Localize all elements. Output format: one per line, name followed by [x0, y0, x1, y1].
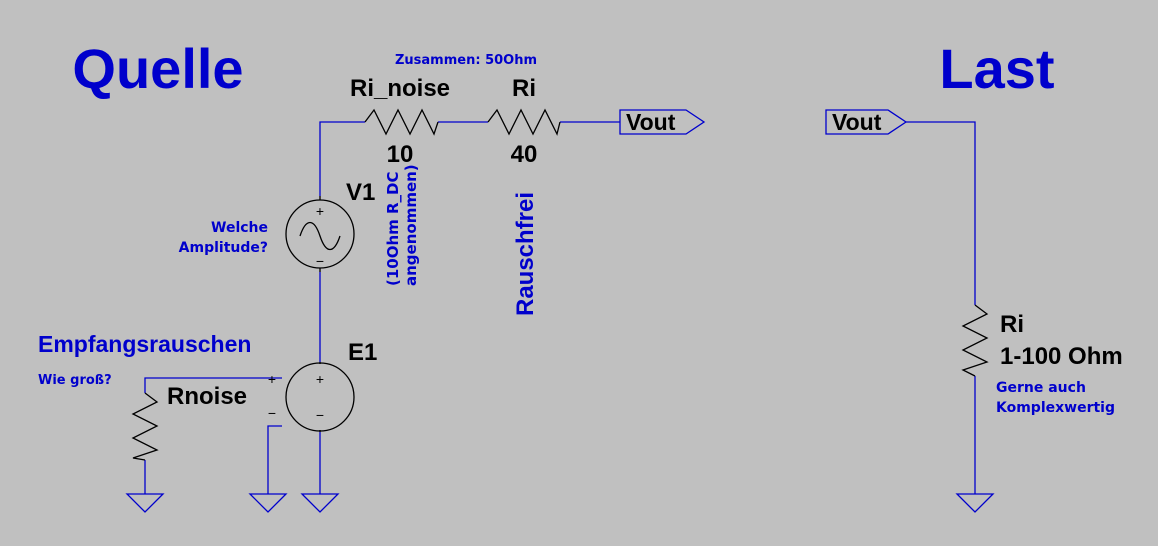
note-complex-line1: Gerne auch — [996, 380, 1086, 396]
note-how-big: Wie groß? — [38, 373, 112, 388]
ri-load-name: Ri — [1000, 311, 1024, 338]
ground-icon-load — [955, 493, 995, 513]
note-rdc-line2: angenommen) — [402, 164, 420, 286]
wire-load-vout — [906, 121, 976, 305]
note-noise-free: Rauschfrei — [512, 192, 539, 316]
voltage-source-v1[interactable]: + − V1 — [285, 179, 375, 272]
sine-icon — [299, 221, 341, 251]
ground-icon-e1-ctrl — [248, 493, 288, 513]
note-receiver-noise: Empfangsrauschen — [38, 331, 251, 357]
ri-noise-value: 10 — [387, 141, 414, 168]
vout-flag-source-shape — [619, 109, 706, 135]
v1-name: V1 — [346, 179, 375, 206]
ground-icon-e1 — [300, 493, 340, 513]
wire-e1-ctrl-minus — [267, 425, 282, 494]
resistor-ri-load[interactable]: Ri 1-100 Ohm — [961, 304, 1123, 377]
heading-load: Last — [939, 37, 1054, 100]
e1-plus-sign: + — [316, 371, 324, 387]
wire-top-left — [319, 121, 365, 196]
rnoise-name: Rnoise — [167, 383, 247, 410]
vout-flag-load-label: Vout — [832, 109, 882, 135]
e1-body — [285, 362, 355, 432]
v1-minus-sign: − — [316, 253, 324, 269]
wires — [144, 121, 976, 494]
e1-ctrl-minus-sign: − — [268, 405, 276, 421]
ground-icon-rnoise — [125, 493, 165, 513]
resistor-ri-noise[interactable]: Ri_noise 10 — [350, 75, 450, 168]
note-amplitude-line1: Welche — [211, 220, 268, 236]
note-rdc-line1: (10Ohm R_DC — [384, 171, 402, 286]
note-complex-line2: Komplexwertig — [996, 400, 1115, 416]
note-amplitude-line2: Amplitude? — [179, 240, 268, 256]
ri-series-name: Ri — [512, 75, 536, 102]
ri-noise-name: Ri_noise — [350, 75, 450, 102]
vout-flag-load-shape — [825, 109, 908, 135]
note-together: Zusammen: 50Ohm — [395, 53, 537, 68]
e1-name: E1 — [348, 339, 377, 366]
e1-ctrl-plus-sign: + — [268, 371, 276, 387]
ground-symbols — [125, 493, 995, 513]
ri-series-value: 40 — [511, 141, 538, 168]
rnoise-zigzag — [131, 392, 159, 461]
heading-source: Quelle — [72, 37, 243, 100]
ri-series-zigzag — [487, 108, 561, 136]
ri-load-zigzag — [961, 304, 989, 377]
vout-flag-load[interactable]: Vout — [825, 109, 908, 135]
vout-flag-source-label: Vout — [626, 109, 676, 135]
vout-flag-source[interactable]: Vout — [619, 109, 706, 135]
e1-minus-sign: − — [316, 407, 324, 423]
ri-noise-zigzag — [364, 108, 439, 136]
resistor-ri-series[interactable]: Ri 40 — [487, 75, 561, 168]
v1-plus-sign: + — [316, 203, 324, 219]
ri-load-value: 1-100 Ohm — [1000, 343, 1123, 370]
wire-e1-ctrl-plus — [144, 377, 282, 393]
v1-body — [285, 199, 355, 269]
resistor-rnoise[interactable]: Rnoise — [131, 383, 247, 461]
dependent-source-e1[interactable]: + − + − E1 — [268, 339, 377, 432]
